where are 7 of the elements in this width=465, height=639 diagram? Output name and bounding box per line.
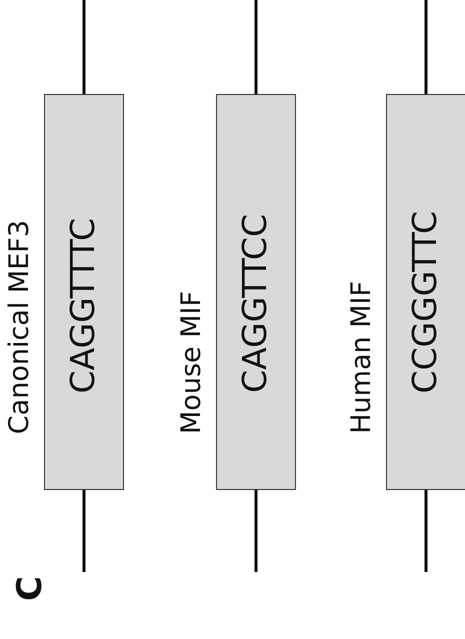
sequence-text: CCGGGTTC [405, 210, 444, 393]
sequence-text: CAGGTTTC [63, 218, 102, 393]
sequence-label: Mouse MIF [176, 291, 207, 434]
sequence-label: Canonical MEF3 [4, 220, 35, 434]
sequence-label: Human MIF [346, 281, 377, 434]
sequence-text: CAGGTTCC [235, 214, 274, 393]
panel-letter: C [10, 576, 50, 601]
